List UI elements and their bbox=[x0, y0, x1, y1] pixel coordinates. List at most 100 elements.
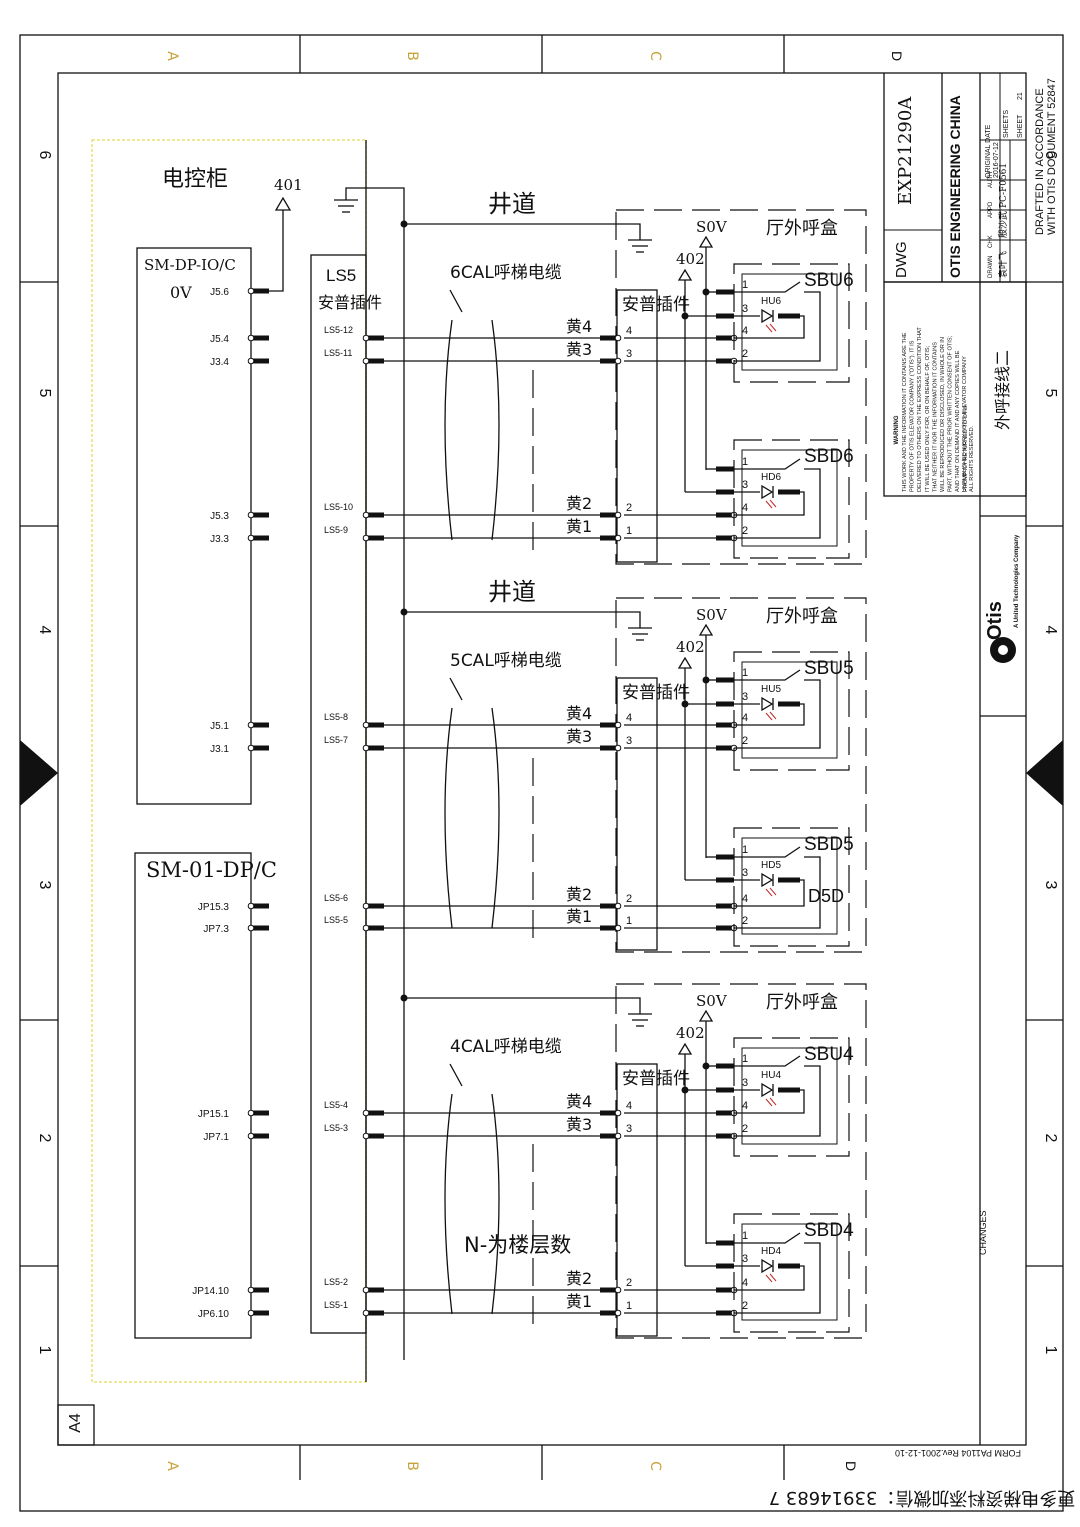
pin-label-JP6.10: JP6.10 bbox=[198, 1309, 230, 1320]
amp-pin-number: 3 bbox=[626, 1123, 632, 1135]
terminal-402: 402 bbox=[676, 638, 705, 656]
zone-number-left: 2 bbox=[36, 1134, 53, 1143]
plug-pin bbox=[716, 1310, 734, 1316]
pin-label-J3.3: J3.3 bbox=[210, 534, 229, 545]
lamp-label: HD6 bbox=[761, 472, 781, 483]
amp-pin-number: 2 bbox=[626, 502, 632, 514]
box-pin-number: 4 bbox=[742, 325, 748, 337]
appd-label: APPD bbox=[988, 201, 994, 218]
zone-number-left: 4 bbox=[36, 626, 53, 635]
wire-color-label: 黄2 bbox=[566, 885, 592, 904]
plug-pin bbox=[366, 535, 384, 541]
plug-pin bbox=[716, 512, 734, 518]
unpublished-line: ALL RIGHTS RESERVED. bbox=[969, 425, 975, 492]
wire-color-label: 黄4 bbox=[566, 317, 592, 336]
amp-pin-number: 4 bbox=[626, 712, 632, 724]
pin-label-J3.4: J3.4 bbox=[210, 357, 229, 368]
plug-pin bbox=[600, 925, 618, 931]
terminal-401: 401 bbox=[274, 176, 303, 194]
plug-pin bbox=[366, 1287, 384, 1293]
plug-pin bbox=[716, 903, 734, 909]
box-pin-number: 2 bbox=[742, 915, 748, 927]
hall-zone bbox=[615, 597, 867, 953]
plug-pin bbox=[716, 925, 734, 931]
box-pin-number: 3 bbox=[742, 867, 748, 879]
ls5-label: LS5 bbox=[326, 266, 356, 285]
box-pin-number: 2 bbox=[742, 1300, 748, 1312]
wire-color-label: 黄2 bbox=[566, 1269, 592, 1288]
box-pin-1: 1 bbox=[742, 456, 748, 468]
lamp-label: HD4 bbox=[761, 1246, 781, 1257]
company-name: OTIS ENGINEERING CHINA bbox=[947, 95, 963, 278]
button-label: SBU6 bbox=[804, 270, 854, 291]
zone-number-left: 3 bbox=[36, 881, 53, 890]
lamp-label: HU6 bbox=[761, 296, 781, 307]
drafted-line-2: WITH OTIS DOCUMENT 52847 bbox=[1046, 78, 1058, 235]
warning-line: THIS WORK AND THE INFORMATION IT CONTAIN… bbox=[902, 332, 908, 492]
indicator-led bbox=[761, 484, 774, 500]
zone-number-left: 6 bbox=[36, 151, 53, 160]
zone-letter-bottom: A bbox=[164, 1461, 180, 1471]
warning-line: PART, WITHOUT THE PRIOR WRITTEN CONSENT … bbox=[948, 335, 954, 492]
pin-label-JP7.3: JP7.3 bbox=[203, 924, 229, 935]
s0v-label: S0V bbox=[696, 606, 728, 624]
hall-box-label: 厅外呼盒 bbox=[766, 218, 838, 239]
amp-pin-number: 1 bbox=[626, 1300, 632, 1312]
wire-color-label: 黄3 bbox=[566, 727, 592, 746]
terminal-402: 402 bbox=[676, 250, 705, 268]
lamp-label: HU5 bbox=[761, 684, 781, 695]
plug-pin bbox=[251, 358, 269, 364]
plug-pin bbox=[251, 1310, 269, 1316]
drawing-title: 外呼接线二 bbox=[993, 350, 1012, 430]
ls5-pin-8: LS5-8 bbox=[324, 712, 348, 722]
plug-pin bbox=[600, 745, 618, 751]
left-pins bbox=[247, 287, 384, 1317]
amp-pin-number: 2 bbox=[626, 1277, 632, 1289]
wire-color-label: 黄3 bbox=[566, 340, 592, 359]
warning-title: WARNING bbox=[894, 415, 900, 444]
box-pin-1: 1 bbox=[742, 1053, 748, 1065]
plug-pin bbox=[251, 535, 269, 541]
plug-pin bbox=[366, 512, 384, 518]
zero-v-label: 0V bbox=[170, 283, 192, 302]
indicator-led bbox=[761, 308, 774, 324]
amp-pin-number: 1 bbox=[626, 525, 632, 537]
terminal-402: 402 bbox=[676, 1024, 705, 1042]
plug-pin bbox=[366, 335, 384, 341]
warning-line: IT WILL BE USED ONLY FOR, OR ON BEHALF O… bbox=[925, 345, 931, 492]
pin-label-JP15.3: JP15.3 bbox=[198, 902, 230, 913]
box-pin-number: 4 bbox=[742, 893, 748, 905]
s0v-label: S0V bbox=[696, 992, 728, 1010]
logo-sub: A United Technologies Company bbox=[1014, 534, 1020, 628]
box-pin-number: 4 bbox=[742, 502, 748, 514]
plug-pin bbox=[600, 1133, 618, 1139]
indicator-led bbox=[761, 872, 774, 888]
chk-label: CHK bbox=[988, 235, 994, 248]
pin-label-JP7.1: JP7.1 bbox=[203, 1132, 229, 1143]
cable-label: 5CAL呼梯电缆 bbox=[450, 651, 562, 671]
ls5-pin-11: LS5-11 bbox=[324, 348, 352, 358]
amp-label-left: 安普插件 bbox=[318, 293, 382, 312]
plug-pin bbox=[251, 335, 269, 341]
plug-pin bbox=[600, 335, 618, 341]
pin-label-J3.1: J3.1 bbox=[210, 744, 229, 755]
button-label: SBD6 bbox=[804, 446, 854, 467]
ls5-pin-7: LS5-7 bbox=[324, 735, 348, 745]
amp-pin-number: 3 bbox=[626, 735, 632, 747]
plug-pin bbox=[251, 1133, 269, 1139]
zone-letter-top: C bbox=[647, 51, 663, 61]
plug-pin bbox=[251, 722, 269, 728]
ls5-connector-block bbox=[310, 254, 367, 1334]
board-sm-dp-io bbox=[136, 247, 252, 805]
terminal-402-symbol bbox=[677, 268, 693, 281]
amp-pin-number: 1 bbox=[626, 915, 632, 927]
zone-letter-bottom: D bbox=[843, 1461, 859, 1471]
hall-zone bbox=[615, 983, 867, 1339]
box-pin-1: 1 bbox=[742, 279, 748, 291]
s0v-label: S0V bbox=[696, 218, 728, 236]
